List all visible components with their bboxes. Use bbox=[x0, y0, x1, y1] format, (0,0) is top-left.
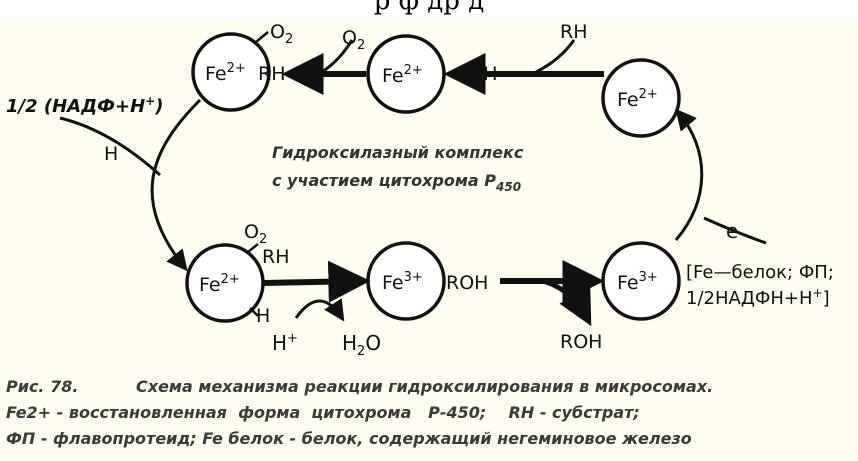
nadph-entry-curve bbox=[59, 116, 162, 177]
fe-node-bottom-left bbox=[185, 243, 265, 323]
h-bond-bottom-left bbox=[249, 307, 259, 317]
electron-label: e bbox=[726, 219, 738, 243]
fe-label-top-mid: Fe2+ bbox=[382, 63, 423, 87]
rh-label-top-mid: RH bbox=[470, 63, 498, 85]
water-label: H2O bbox=[342, 331, 381, 359]
o2-label-top-arrow: O2 bbox=[342, 27, 365, 53]
rh-entry-curve bbox=[535, 39, 576, 74]
header-fragment: р ф др д bbox=[373, 0, 485, 16]
caption-line-1: Рис. 78.Схема механизма реакции гидрокси… bbox=[6, 377, 713, 396]
rh-label-bottom: RH bbox=[262, 246, 290, 268]
caption-line-2: Fe2+ - восстановленная форма цитохрома Р… bbox=[6, 403, 640, 422]
arrow-bottom-left-to-mid bbox=[263, 260, 371, 303]
o2-label-bottom: O2 bbox=[244, 221, 267, 247]
nadph-label: 1/2 (НАДФ+Н+) bbox=[6, 94, 163, 117]
fe-label-bottom-left: Fe2+ bbox=[199, 272, 240, 296]
o2-label-top-left: O2 bbox=[270, 21, 293, 47]
fe-label-bottom-right: Fe3+ bbox=[617, 270, 658, 294]
fe-label-bottom-mid: Fe3+ bbox=[382, 270, 423, 294]
roh-label-bottom: ROH bbox=[560, 331, 602, 353]
electron-entry-curve bbox=[703, 216, 767, 245]
o2-bond-bottom-left bbox=[247, 243, 259, 253]
rh-label-top-right: RH bbox=[560, 21, 588, 43]
center-text-line-1: Гидроксилазный комплекс bbox=[272, 143, 524, 162]
fe-label-right-top: Fe2+ bbox=[617, 87, 658, 111]
caption-line-3: ФП - флавопротеид; Fe белок - белок, сод… bbox=[6, 429, 692, 448]
h-label-left: H bbox=[104, 143, 118, 165]
o2-entry-curve bbox=[321, 39, 354, 74]
h-label-bottom: H bbox=[256, 305, 270, 327]
rh-label-top-left: RH bbox=[258, 63, 286, 85]
h-plus-label: H+ bbox=[272, 331, 298, 355]
center-text-line-2: с участием цитохрома Р450 bbox=[272, 171, 521, 194]
water-exit-curve bbox=[294, 298, 345, 322]
fe-node-right-top bbox=[601, 58, 681, 138]
bracket-line-2: 1/2НАДФН+Н+] bbox=[686, 286, 830, 309]
roh-exit-curve bbox=[545, 279, 592, 327]
left-arc bbox=[150, 98, 202, 272]
bracket-line-1: [Fe—белок; ФП; bbox=[686, 262, 834, 283]
fe-label-top-left: Fe2+ bbox=[205, 61, 246, 85]
fe-node-top-left bbox=[191, 32, 271, 112]
right-arc bbox=[674, 108, 704, 241]
roh-label-mid: ROH bbox=[446, 272, 488, 294]
o2-bond-top-left bbox=[255, 31, 269, 43]
